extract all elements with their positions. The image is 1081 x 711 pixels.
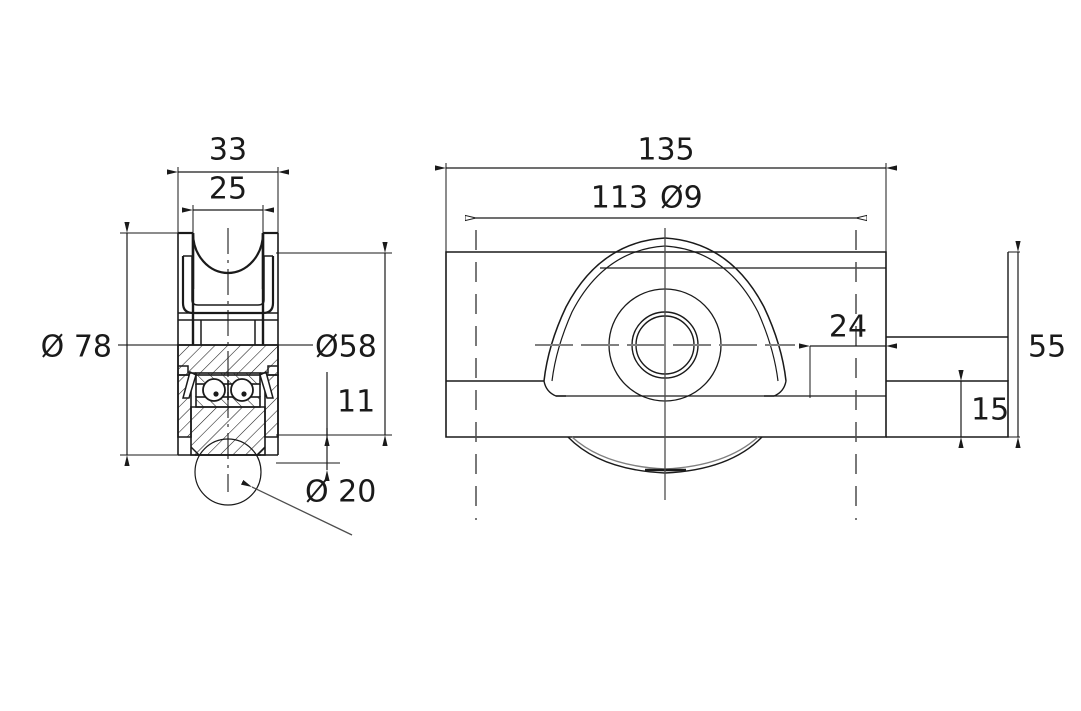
dimension-diameter-20: Ø 20 xyxy=(240,475,376,536)
ball-bearing-assembly xyxy=(178,365,278,408)
dimension-diameter-78: Ø 78 xyxy=(41,222,180,466)
dimension-label-boss-width-24: 24 xyxy=(829,310,867,345)
wheel-internal-ribs xyxy=(191,233,265,345)
bracket-step-extension xyxy=(886,380,1009,438)
dimension-label-groove-25: 25 xyxy=(209,172,247,207)
dimension-width-33: 33 xyxy=(167,133,289,236)
dimension-hole-spacing-113: 113 Ø9 xyxy=(476,181,856,219)
dimension-height-55: 55 xyxy=(1008,241,1066,448)
left-view-dimensions: 33 25 Ø 78 Ø58 11 xyxy=(41,133,392,536)
dimension-label-diameter-78: Ø 78 xyxy=(41,330,112,365)
dimension-length-135: 135 xyxy=(435,133,897,256)
dimension-diameter-58: Ø58 xyxy=(276,242,392,446)
dimension-boss-width-24: 24 xyxy=(799,310,897,398)
dimension-groove-25: 25 xyxy=(182,172,274,240)
dimension-label-diameter-20: Ø 20 xyxy=(305,475,376,510)
dimension-label-height-55: 55 xyxy=(1028,330,1066,365)
dimension-label-length-135: 135 xyxy=(637,133,694,168)
dimension-height-11: 11 xyxy=(276,372,375,481)
left-section-view xyxy=(118,228,300,506)
right-front-view xyxy=(445,228,1009,520)
dimension-step-height-15: 15 xyxy=(958,370,1009,448)
dimension-label-hole-diameter-9: Ø9 xyxy=(660,181,703,216)
right-view-dimensions: 135 113 Ø9 24 55 15 xyxy=(435,133,1066,448)
dimension-label-height-11: 11 xyxy=(337,385,375,420)
axle-shaft-section xyxy=(190,406,266,456)
dimension-label-step-height-15: 15 xyxy=(971,393,1009,428)
dimension-label-diameter-58: Ø58 xyxy=(315,330,377,365)
dimension-label-hole-spacing-113: 113 xyxy=(591,181,648,216)
detail-circle-bore xyxy=(194,438,262,506)
dimension-label-width-33: 33 xyxy=(209,133,247,168)
boss-fillet-left xyxy=(543,380,566,397)
